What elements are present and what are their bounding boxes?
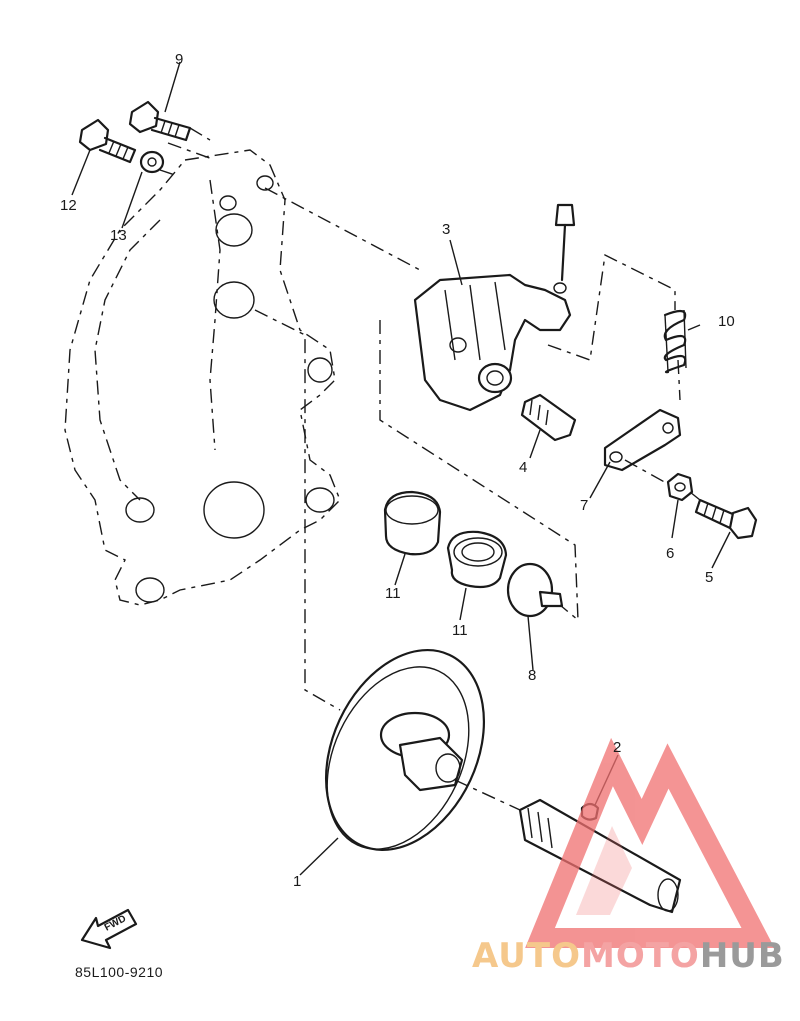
callout-12: 12 bbox=[60, 197, 77, 214]
fwd-arrow-icon bbox=[80, 908, 138, 950]
callout-4: 4 bbox=[519, 459, 528, 476]
shaft bbox=[518, 798, 682, 914]
caliper-body-3 bbox=[413, 273, 572, 412]
watermark-text: AUTOMOTOHUB bbox=[472, 936, 785, 976]
callout-13: 13 bbox=[110, 227, 127, 244]
callout-5: 5 bbox=[705, 569, 714, 586]
watermark-part-auto: AUTO bbox=[472, 936, 581, 976]
housing-cover bbox=[64, 149, 341, 606]
bushing-11a bbox=[383, 490, 442, 556]
bolt-9 bbox=[128, 100, 192, 142]
diagram-code: 85L100-9210 bbox=[75, 964, 164, 980]
adjuster-screw-4 bbox=[520, 393, 577, 442]
callout-11a: 11 bbox=[385, 585, 401, 602]
callout-10: 10 bbox=[718, 313, 735, 330]
callout-2: 2 bbox=[613, 739, 622, 756]
callout-3: 3 bbox=[442, 221, 451, 238]
watermark-logo-icon bbox=[525, 737, 775, 948]
assembly-lines bbox=[159, 127, 701, 811]
pad-8 bbox=[506, 562, 564, 618]
callout-7: 7 bbox=[580, 497, 589, 514]
nut-6 bbox=[666, 472, 694, 502]
spring-10 bbox=[663, 309, 687, 374]
callout-1: 1 bbox=[293, 873, 302, 890]
callout-11b: 11 bbox=[452, 622, 468, 639]
watermark-part-hub: HUB bbox=[699, 936, 785, 976]
brake-disc-1 bbox=[324, 648, 486, 852]
cable-end bbox=[553, 203, 576, 294]
bushing-11b bbox=[446, 530, 508, 589]
washer-13 bbox=[139, 150, 165, 174]
watermark-part-moto: MOTO bbox=[580, 936, 700, 976]
callout-8: 8 bbox=[528, 667, 537, 684]
callout-9: 9 bbox=[175, 51, 184, 68]
bolt-12 bbox=[78, 118, 137, 164]
lever-7 bbox=[603, 408, 682, 472]
callout-6: 6 bbox=[666, 545, 675, 562]
bolt-5 bbox=[694, 498, 758, 540]
